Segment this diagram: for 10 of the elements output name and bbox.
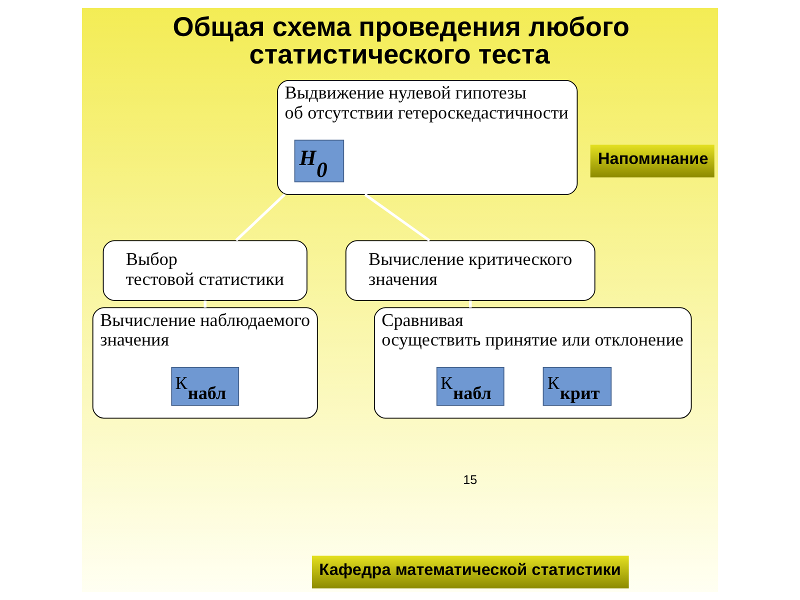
- label: Кафедра математической статистики: [319, 561, 621, 580]
- connector: [364, 193, 430, 242]
- node-box: Вычисление критического значения: [345, 240, 596, 301]
- node-box: Выбор тестовой статистики: [102, 240, 308, 301]
- label: Напоминание: [598, 150, 708, 168]
- connector: [235, 194, 286, 242]
- diagram-title: Общая схема проведения любого статистического теста: [172, 11, 630, 70]
- connector: [204, 300, 206, 308]
- label: 15: [463, 472, 478, 487]
- connector: [469, 300, 472, 308]
